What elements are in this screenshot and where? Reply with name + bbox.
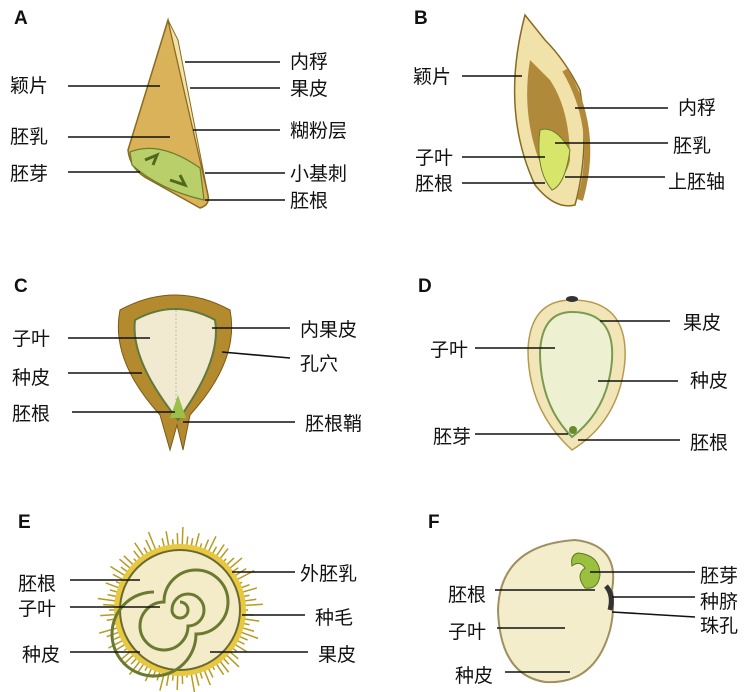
hilum-f <box>604 584 614 611</box>
panel-d: D 子叶 胚芽 果皮 种皮 胚根 <box>418 276 728 454</box>
palea-b <box>562 68 591 201</box>
label-epicotyl: 上胚轴 <box>668 171 725 193</box>
label-radicle: 胚根 <box>690 432 728 454</box>
panel-b: B 颖片 子叶 胚根 内稃 胚乳 上胚轴 <box>413 8 725 207</box>
label-seed-coat: 种皮 <box>12 367 50 389</box>
panel-a: A 颖片 胚乳 胚芽 内稃 果皮 糊粉层 小基刺 胚根 <box>10 8 347 212</box>
label-radicle: 胚根 <box>448 584 486 606</box>
label-plumule: 胚芽 <box>10 163 48 185</box>
label-seed-coat: 种皮 <box>455 665 493 687</box>
seed-c <box>133 308 217 422</box>
embryo-a <box>129 147 205 201</box>
label-cotyledon: 子叶 <box>448 621 486 643</box>
label-plumule: 胚芽 <box>700 565 738 587</box>
label-cotyledon: 子叶 <box>12 328 50 350</box>
label-radicle: 胚根 <box>18 573 56 595</box>
embryo-b <box>538 128 571 191</box>
label-palea: 内稃 <box>290 51 328 73</box>
spiral-embryo-e <box>110 568 230 678</box>
label-endosperm: 胚乳 <box>673 135 711 157</box>
panel-letter: F <box>428 512 440 533</box>
label-cotyledon: 子叶 <box>415 147 453 169</box>
label-endocarp: 内果皮 <box>300 319 357 341</box>
label-coleorhiza: 胚根鞘 <box>305 413 362 435</box>
label-palea: 内稃 <box>678 97 716 119</box>
panel-letter: C <box>14 276 28 297</box>
label-perisperm: 外胚乳 <box>300 563 357 585</box>
label-rachilla: 小基刺 <box>290 163 347 185</box>
panel-f: F 胚根 子叶 种皮 胚芽 种脐 珠孔 <box>428 512 738 687</box>
label-seed-coat: 种皮 <box>22 644 60 666</box>
label-cotyledon: 子叶 <box>18 598 56 620</box>
label-aleurone: 糊粉层 <box>290 120 347 142</box>
label-glume: 颖片 <box>10 75 48 97</box>
label-endosperm: 胚乳 <box>10 126 48 148</box>
label-cotyledon: 子叶 <box>430 339 468 361</box>
label-radicle: 胚根 <box>12 403 50 425</box>
plumule-a <box>144 152 188 188</box>
palea-a <box>167 19 209 196</box>
label-plumule: 胚芽 <box>433 426 471 448</box>
label-pericarp: 果皮 <box>683 312 721 334</box>
label-micropyle: 珠孔 <box>700 615 738 637</box>
cotyledon-d <box>538 310 614 439</box>
panel-letter: E <box>18 512 31 533</box>
label-seed-hair: 种毛 <box>315 607 353 629</box>
label-radicle: 胚根 <box>415 173 453 195</box>
label-hilum: 种脐 <box>700 591 738 613</box>
label-pericarp: 果皮 <box>290 78 328 100</box>
panel-e: E 胚根 子叶 种皮 外胚乳 种毛 果皮 <box>18 512 357 692</box>
label-seed-coat: 种皮 <box>690 370 728 392</box>
panel-letter: A <box>14 8 28 29</box>
panel-c: C 子叶 种皮 胚根 内果皮 孔穴 胚根鞘 <box>12 276 362 452</box>
label-cavity: 孔穴 <box>300 353 338 375</box>
label-pericarp: 果皮 <box>318 644 356 666</box>
label-glume: 颖片 <box>413 66 451 88</box>
panel-letter: B <box>414 8 428 29</box>
panel-letter: D <box>418 276 432 297</box>
label-radicle: 胚根 <box>290 190 328 212</box>
